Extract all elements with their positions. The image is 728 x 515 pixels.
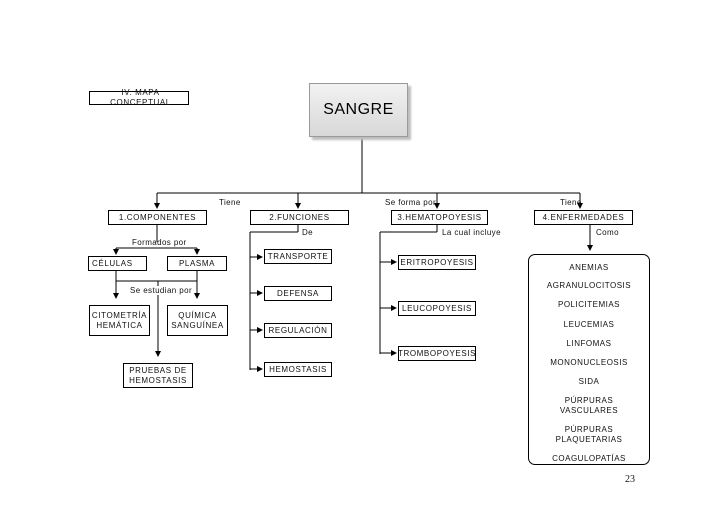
node-trombopoyesis: TROMBOPOYESIS bbox=[398, 346, 476, 361]
connector-label-tiene: Tiene bbox=[560, 198, 582, 207]
connector-label-se-forma-por: Se forma por bbox=[385, 198, 437, 207]
disease-item: AGRANULOCITOSIS bbox=[546, 281, 632, 290]
node-defensa: DEFENSA bbox=[264, 286, 332, 301]
node-pruebas-line1: PRUEBAS DE bbox=[129, 365, 187, 375]
disease-item: PÚRPURAS bbox=[564, 396, 614, 405]
node-pruebas-de-hemostasis: PRUEBAS DE HEMOSTASIS bbox=[123, 363, 193, 388]
node-quimica-sanguinea: QUÍMICA SANGUÍNEA bbox=[167, 305, 228, 336]
disease-list-box: ANEMIAS AGRANULOCITOSIS POLICITEMIAS LEU… bbox=[528, 254, 650, 465]
connector-label-como: Como bbox=[596, 228, 619, 237]
root-node-sangre: SANGRE bbox=[309, 83, 408, 137]
node-enfermedades: 4.ENFERMEDADES bbox=[534, 210, 633, 225]
node-regulacion: REGULACIÓN bbox=[264, 323, 332, 338]
section-header-label: IV. MAPA CONCEPTUAL bbox=[89, 88, 189, 107]
page-number: 23 bbox=[625, 474, 635, 485]
node-transporte: TRANSPORTE bbox=[264, 249, 332, 264]
node-citometria-line2: HEMÁTICA bbox=[96, 320, 143, 330]
node-leucopoyesis: LEUCOPOYESIS bbox=[398, 301, 476, 316]
node-pruebas-line2: HEMOSTASIS bbox=[129, 375, 187, 385]
disease-item: COAGULOPATÍAS bbox=[552, 454, 626, 463]
node-quimica-line1: QUÍMICA bbox=[178, 310, 217, 320]
disease-item: MONONUCLEOSIS bbox=[550, 358, 628, 367]
disease-item: LINFOMAS bbox=[566, 339, 612, 348]
connector-label-la-cual-incluye: La cual incluye bbox=[442, 228, 501, 237]
disease-item: POLICITEMIAS bbox=[557, 300, 620, 309]
connector-label-tiene: Tiene bbox=[219, 198, 241, 207]
node-eritropoyesis: ERITROPOYESIS bbox=[398, 255, 476, 270]
connector-label-se-estudian-por: Se estudian por bbox=[130, 286, 193, 295]
node-componentes: 1.COMPONENTES bbox=[108, 210, 207, 225]
node-citometria-hematica: CITOMETRÍA HEMÁTICA bbox=[89, 305, 150, 336]
node-hematopoyesis: 3.HEMATOPOYESIS bbox=[391, 210, 488, 225]
node-funciones: 2.FUNCIONES bbox=[250, 210, 349, 225]
node-plasma: PLASMA bbox=[167, 256, 227, 271]
disease-item: ANEMIAS bbox=[569, 263, 609, 272]
disease-item: VASCULARES bbox=[559, 406, 619, 415]
disease-item: PLAQUETARIAS bbox=[555, 435, 623, 444]
disease-item: LEUCEMIAS bbox=[563, 320, 615, 329]
node-celulas: CÉLULAS bbox=[88, 256, 147, 271]
node-quimica-line2: SANGUÍNEA bbox=[171, 320, 224, 330]
disease-item: PÚRPURAS bbox=[564, 425, 614, 434]
node-hemostasis: HEMOSTASIS bbox=[264, 362, 332, 377]
disease-item: SIDA bbox=[578, 377, 600, 386]
connector-label-de: De bbox=[302, 228, 314, 237]
connector-label-formados-por: Formados por bbox=[132, 238, 187, 247]
node-citometria-line1: CITOMETRÍA bbox=[91, 310, 148, 320]
